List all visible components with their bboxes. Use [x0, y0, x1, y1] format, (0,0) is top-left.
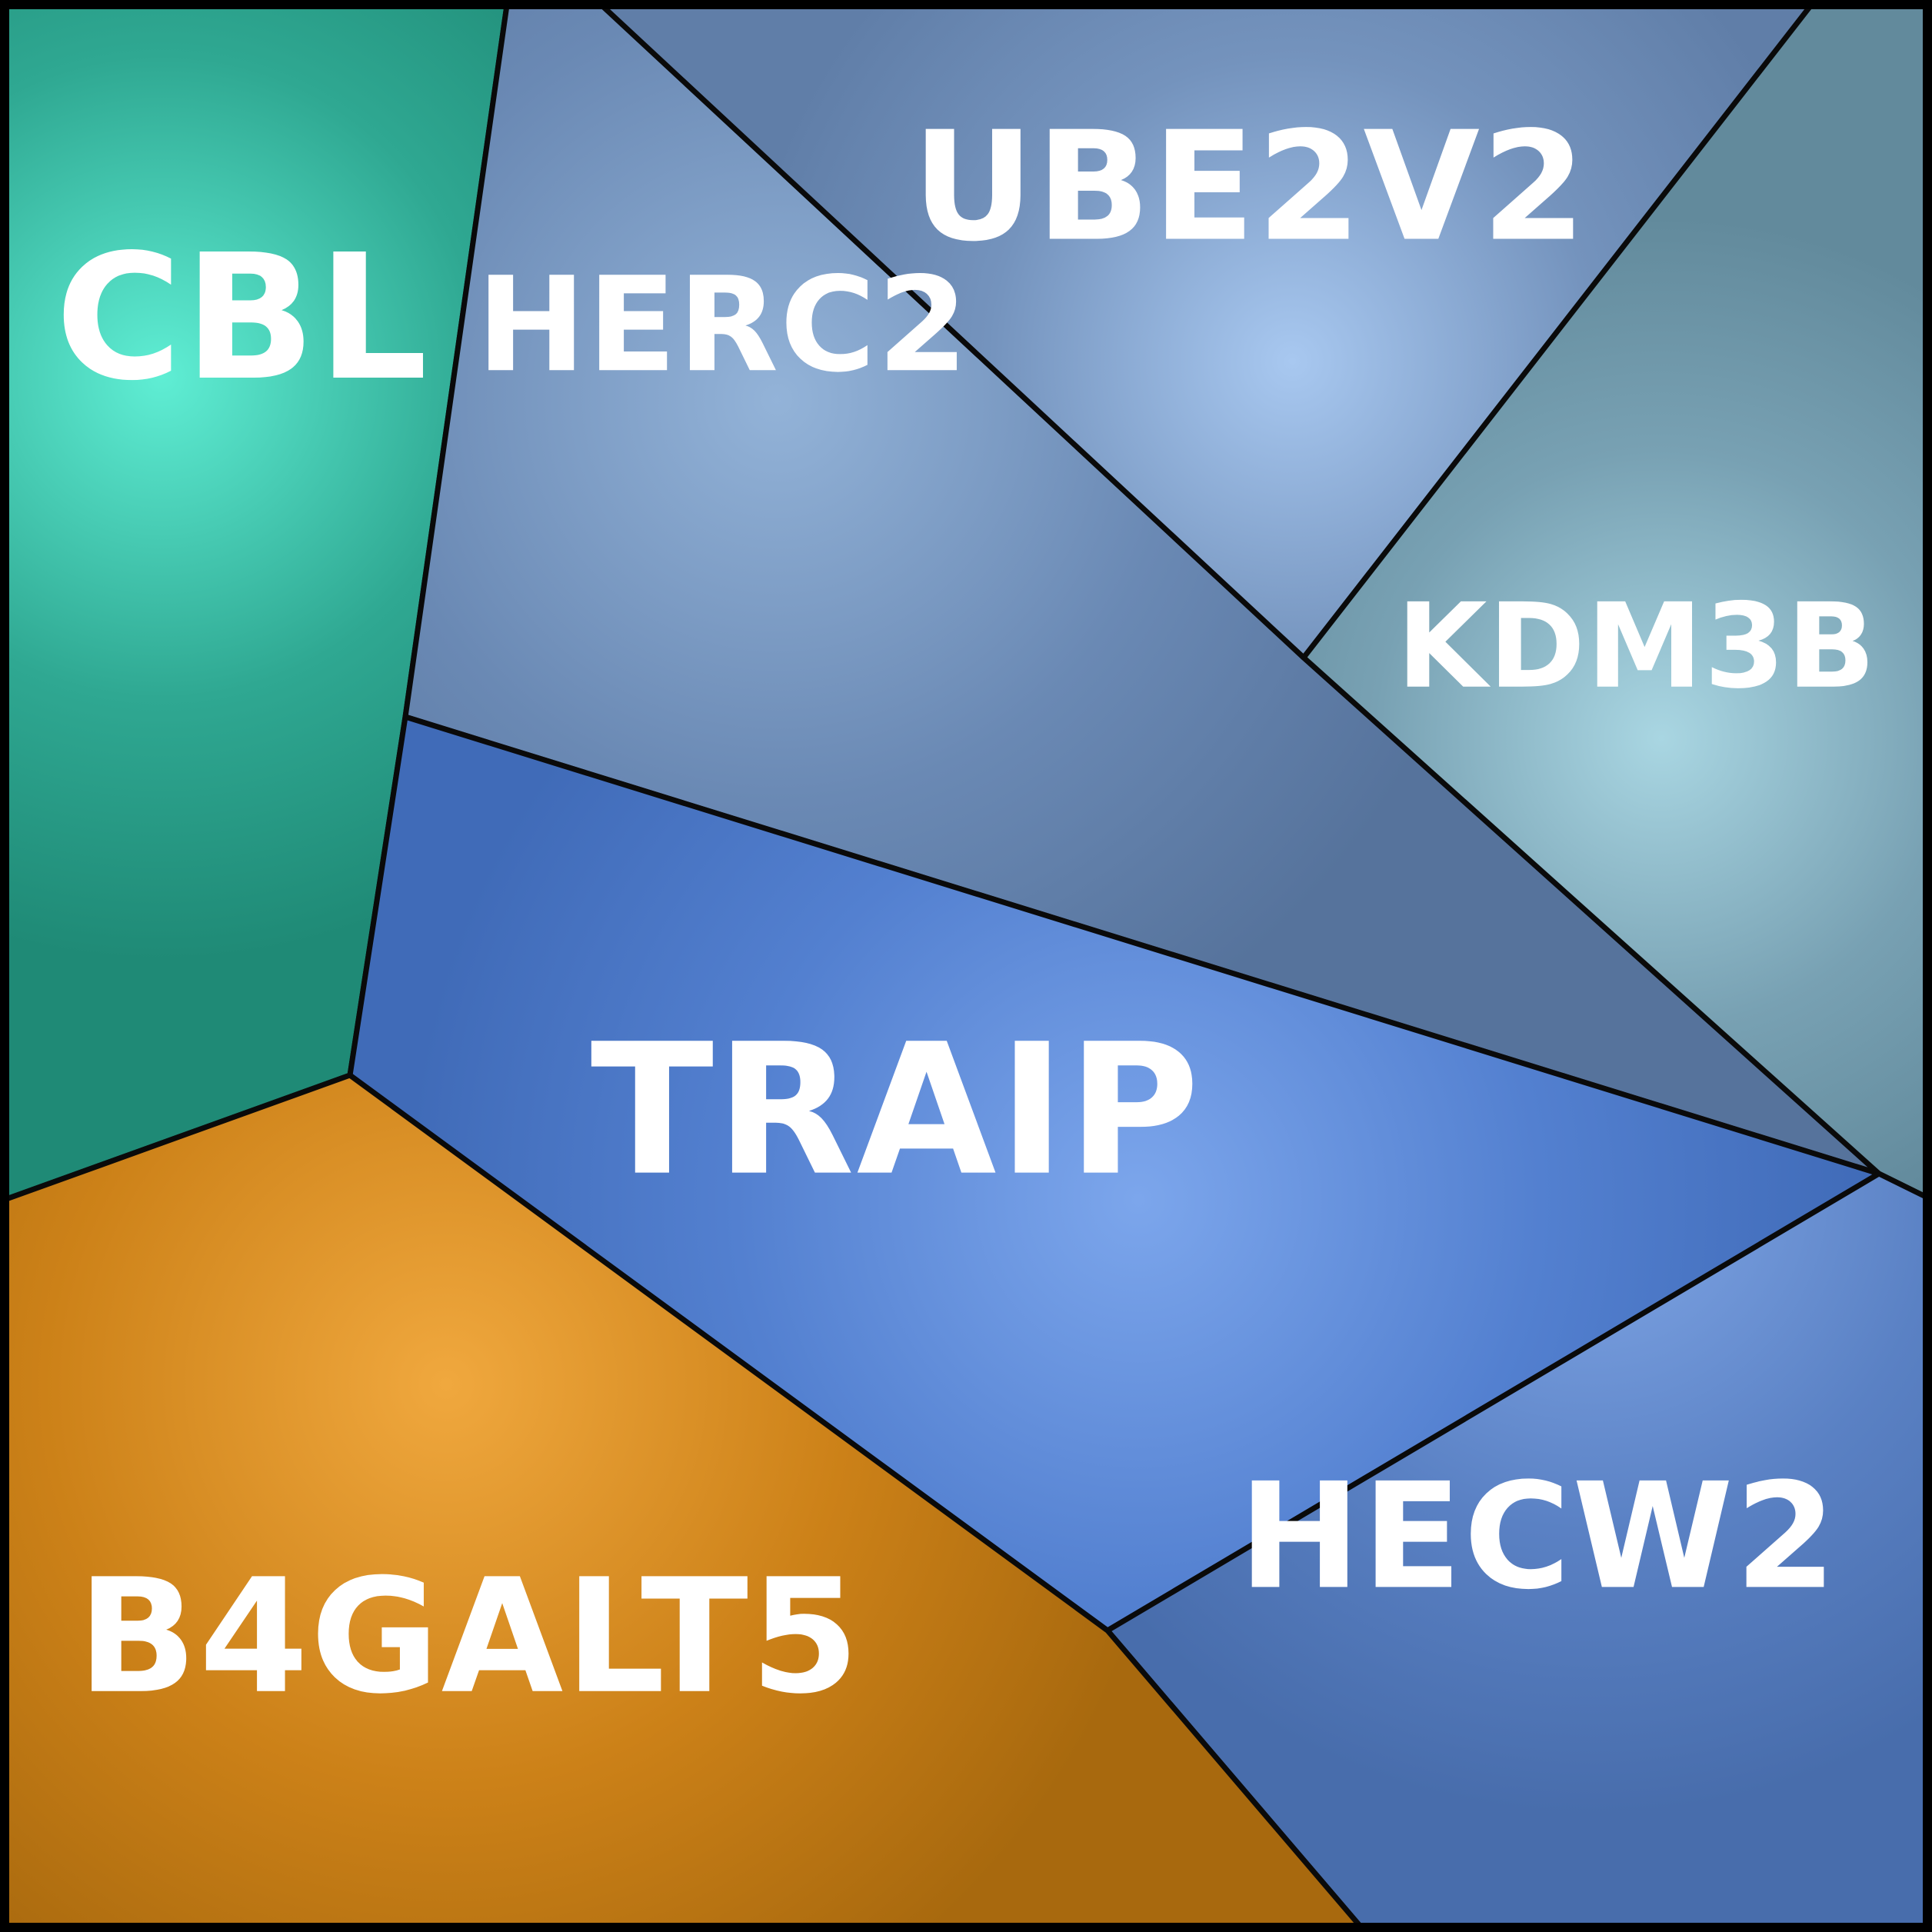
- cell-label-cbl: CBL: [55, 218, 430, 419]
- cell-label-kdm3b: KDM3B: [1397, 578, 1877, 715]
- cell-label-b4galt5: B4GALT5: [77, 1546, 861, 1729]
- cell-label-hecw2: HECW2: [1238, 1451, 1838, 1621]
- treemap-cell-b4galt5[interactable]: [0, 1072, 1368, 1932]
- cell-label-ube2v2: UBE2V2: [912, 100, 1588, 275]
- cell-label-traip: TRAIP: [591, 1006, 1202, 1216]
- cell-label-herc2: HERC2: [477, 249, 970, 401]
